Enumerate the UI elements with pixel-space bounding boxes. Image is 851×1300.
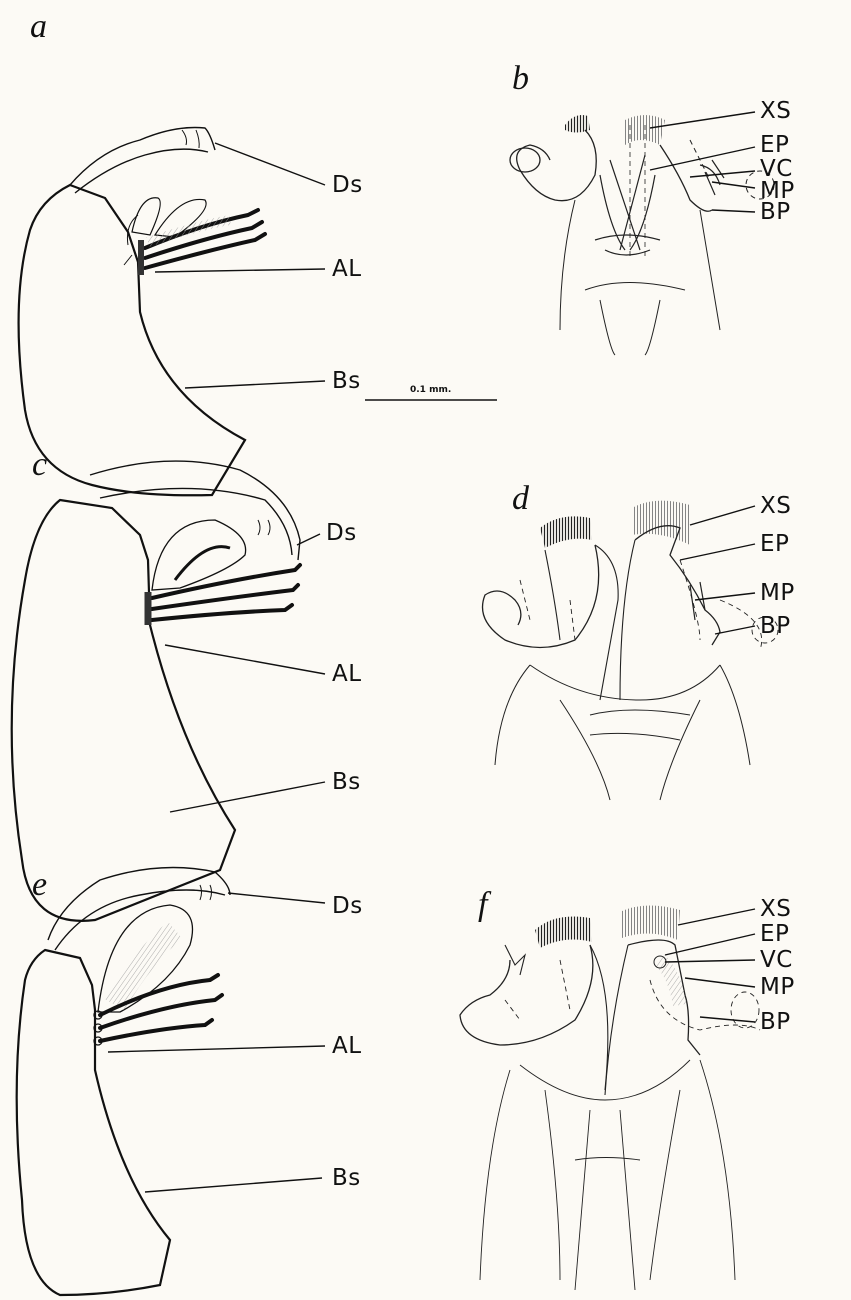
label-f-xs: XS xyxy=(760,898,791,921)
label-f-vc: VC xyxy=(760,949,793,972)
panel-b-setae-left xyxy=(565,115,590,132)
panel-d-setae-left xyxy=(540,516,592,548)
leader-a-bs xyxy=(185,381,325,388)
panel-d-right-basal xyxy=(635,526,720,645)
leader-e-al xyxy=(108,1046,325,1052)
leader-f-bp xyxy=(700,1017,755,1022)
leader-b-bp xyxy=(712,210,755,212)
panel-c-drawing xyxy=(12,461,300,921)
leader-f-mp xyxy=(685,978,755,987)
panel-d-left-basal xyxy=(483,545,599,648)
label-d-bp: BP xyxy=(760,615,791,638)
panel-d-setae-right xyxy=(632,501,690,545)
panel-d-lower-body xyxy=(530,665,720,800)
scale-bar-label: 0.1 mm. xyxy=(410,385,451,395)
leader-b-ep xyxy=(650,147,755,170)
panel-c-dististyle xyxy=(90,461,300,560)
panel-f-setae-left xyxy=(535,917,592,949)
panel-e-basistyle xyxy=(17,950,170,1295)
panel-b-center xyxy=(600,155,655,250)
leader-b-xs xyxy=(650,112,755,128)
panel-a-drawing xyxy=(19,128,265,496)
panel-c-basistyle xyxy=(12,500,235,921)
panel-letter-c: c xyxy=(32,448,47,482)
label-c-bs: Bs xyxy=(332,771,361,794)
leader-a-ds xyxy=(215,143,325,185)
label-c-ds: Ds xyxy=(326,522,357,545)
panel-e-dististyle xyxy=(48,868,230,951)
leader-b-mp xyxy=(712,182,755,188)
label-f-bp: BP xyxy=(760,1011,791,1034)
leader-c-bs xyxy=(170,782,325,812)
label-a-bs: Bs xyxy=(332,370,361,393)
leader-c-al xyxy=(165,645,325,674)
panel-letter-b: b xyxy=(512,62,529,96)
label-b-ep: EP xyxy=(760,134,789,157)
panel-letter-e: e xyxy=(32,868,47,902)
label-e-ds: Ds xyxy=(332,895,363,918)
panel-c-spines xyxy=(152,565,300,620)
panel-b-right-basal xyxy=(660,145,712,211)
label-e-bs: Bs xyxy=(332,1167,361,1190)
label-d-mp: MP xyxy=(760,582,795,605)
panel-letter-f: f xyxy=(478,888,487,922)
leader-d-ep xyxy=(680,544,755,560)
leader-f-xs xyxy=(678,909,755,925)
panel-f-left-basal xyxy=(460,945,593,1045)
leader-a-al xyxy=(155,269,325,272)
panel-b-lower-body xyxy=(560,200,720,330)
label-e-al: AL xyxy=(332,1035,362,1058)
label-c-al: AL xyxy=(332,663,362,686)
leader-d-bp xyxy=(715,626,755,634)
panel-a-dististyle xyxy=(70,128,215,194)
label-f-ep: EP xyxy=(760,923,789,946)
panel-b-left-basal xyxy=(517,130,597,201)
leader-e-bs xyxy=(145,1178,322,1192)
leader-lines xyxy=(108,112,755,1192)
panel-letter-a: a xyxy=(30,10,47,44)
label-b-bp: BP xyxy=(760,201,791,224)
label-b-xs: XS xyxy=(760,100,791,123)
leader-d-xs xyxy=(690,506,755,525)
label-d-ep: EP xyxy=(760,533,789,556)
label-d-xs: XS xyxy=(760,495,791,518)
leader-e-ds xyxy=(228,893,325,903)
label-f-mp: MP xyxy=(760,976,795,999)
panel-f-setae-right xyxy=(620,905,680,940)
leader-d-mp xyxy=(695,593,755,600)
leader-f-ep xyxy=(665,934,755,955)
panel-letter-d: d xyxy=(512,482,529,516)
panel-d-drawing xyxy=(483,501,779,800)
panel-f-drawing xyxy=(460,905,760,1290)
label-a-ds: Ds xyxy=(332,174,363,197)
label-a-al: AL xyxy=(332,258,362,281)
panel-e-drawing xyxy=(17,868,230,1296)
